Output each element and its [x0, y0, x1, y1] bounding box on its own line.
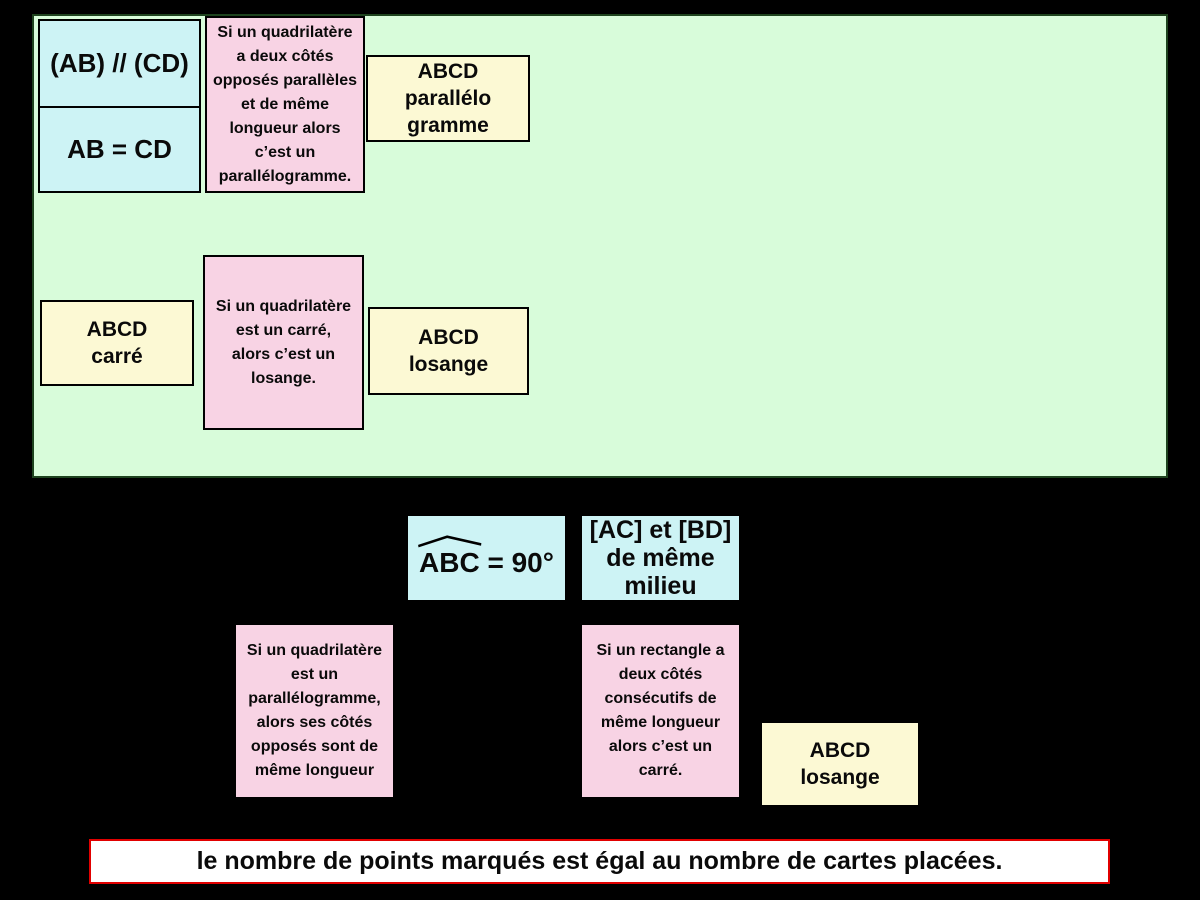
conclusion-card-text: ABCD losange	[800, 739, 880, 789]
score-banner: le nombre de points marqués est égal au …	[89, 839, 1110, 884]
conclusion-card-parallelogramme[interactable]: ABCD parallélo gramme	[366, 55, 530, 142]
hypothesis-card-angle[interactable]: ABC = 90°	[406, 514, 567, 602]
hypothesis-equal-label: AB = CD	[67, 134, 172, 164]
conclusion-card-losange[interactable]: ABCD losange	[368, 307, 529, 395]
angle-statement: ABC = 90°	[417, 535, 554, 579]
hypothesis-card-carre[interactable]: ABCD carré	[40, 300, 194, 386]
angle-name: ABC	[417, 535, 481, 579]
hypothesis-parallel-label: (AB) // (CD)	[40, 21, 199, 108]
angle-hat-icon	[417, 535, 481, 548]
angle-value: = 90°	[479, 547, 554, 578]
property-card-text: Si un rectangle a deux côtés consécutifs…	[596, 642, 725, 779]
hypothesis-card-parallel-sides[interactable]: (AB) // (CD) AB = CD	[38, 19, 201, 193]
property-card-carre-losange[interactable]: Si un quadrilatère est un carré, alors c…	[203, 255, 364, 430]
hypothesis-carre-text: ABCD carré	[86, 318, 148, 368]
property-card-cotes-opposes[interactable]: Si un quadrilatère est un parallélogramm…	[234, 623, 395, 799]
conclusion-card-losange-tray[interactable]: ABCD losange	[760, 721, 920, 807]
conclusion-card-text: ABCD losange	[408, 326, 489, 376]
property-card-rectangle-carre[interactable]: Si un rectangle a deux côtés consécutifs…	[580, 623, 741, 799]
score-banner-text: le nombre de points marqués est égal au …	[196, 847, 1003, 875]
property-card-parallelogramme[interactable]: Si un quadrilatère a deux côtés opposés …	[205, 16, 365, 193]
property-card-text: Si un quadrilatère a deux côtés opposés …	[212, 23, 358, 185]
hypothesis-card-diagonals[interactable]: [AC] et [BD] de même milieu	[580, 514, 741, 602]
property-card-text: Si un quadrilatère est un parallélogramm…	[246, 642, 383, 779]
diagonals-card-text: [AC] et [BD] de même milieu	[589, 516, 732, 600]
property-card-text: Si un quadrilatère est un carré, alors c…	[215, 297, 352, 387]
conclusion-card-text: ABCD parallélo gramme	[404, 60, 492, 137]
